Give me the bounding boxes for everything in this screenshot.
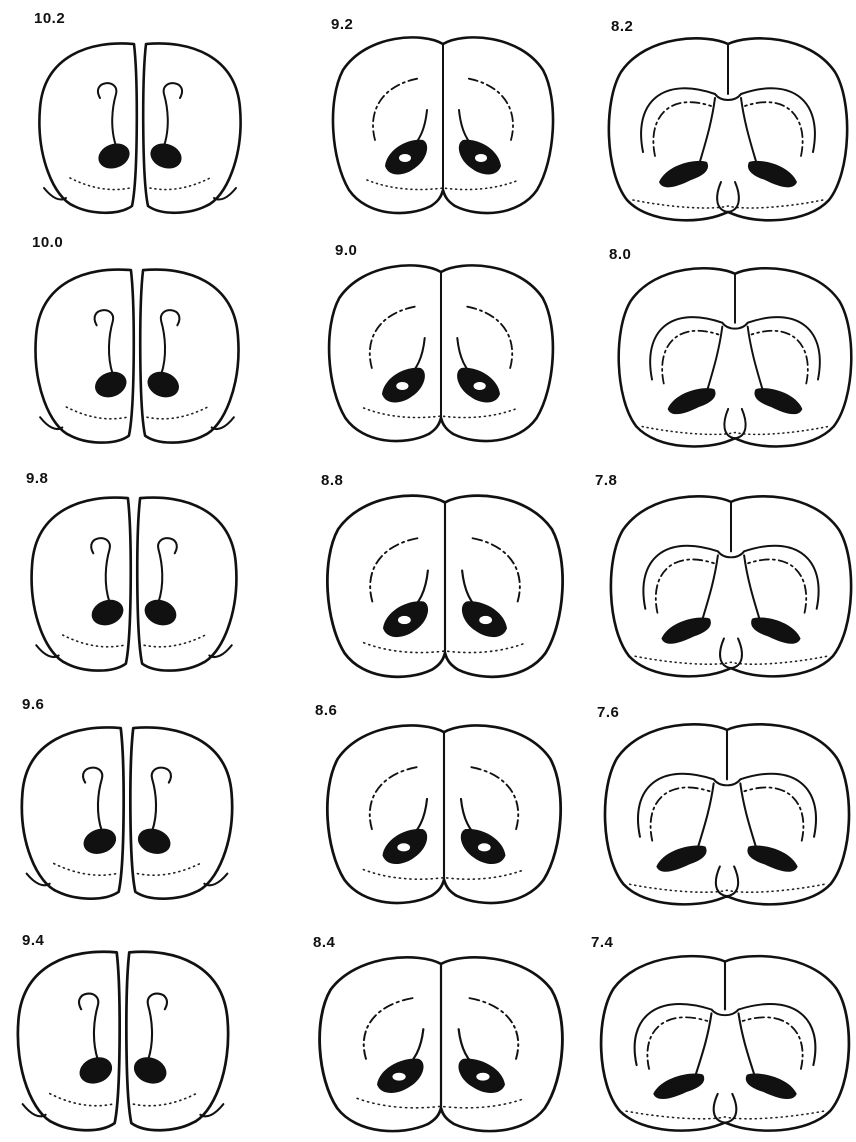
right-hemisphere-outline — [137, 498, 236, 671]
region-gap — [396, 382, 408, 390]
section-panel: 8.0 — [571, 228, 856, 456]
section-level-label: 9.6 — [22, 696, 44, 713]
section-panel: 7.4 — [571, 912, 856, 1140]
brain-section-septal — [613, 262, 856, 454]
section-drawing — [619, 268, 852, 446]
region-gap — [392, 1073, 405, 1081]
section-level-label: 10.0 — [32, 234, 63, 251]
region-gap — [399, 154, 411, 162]
brain-section-septal — [595, 950, 855, 1138]
brain-section-striatal — [327, 30, 559, 220]
brain-section-septal — [605, 490, 856, 684]
section-level-label: 8.8 — [321, 472, 343, 489]
section-level-label: 10.2 — [34, 10, 65, 27]
section-panel: 8.6 — [285, 684, 570, 912]
brain-section-striatal — [321, 718, 567, 910]
right-hemisphere-outline — [140, 270, 238, 443]
region-gap — [474, 382, 486, 390]
left-hemisphere-outline — [36, 270, 134, 443]
brain-section-frontal — [30, 38, 250, 222]
section-level-label: 7.4 — [591, 934, 613, 951]
section-panel: 9.2 — [285, 0, 570, 228]
brain-section-striatal — [313, 950, 569, 1138]
section-drawing — [609, 38, 847, 220]
right-hemisphere-outline — [143, 43, 240, 212]
section-drawing — [605, 724, 849, 904]
section-drawing — [327, 725, 560, 903]
region-gap — [479, 616, 492, 624]
section-panel: 10.0 — [0, 228, 285, 456]
section-panel: 7.6 — [571, 684, 856, 912]
left-hemisphere-outline — [18, 952, 120, 1131]
brain-section-septal — [599, 718, 855, 912]
section-drawing — [611, 496, 851, 676]
section-panel: 9.4 — [0, 912, 285, 1140]
section-drawing — [22, 727, 232, 898]
section-drawing — [601, 956, 849, 1131]
brain-section-frontal — [22, 492, 246, 680]
brain-section-frontal — [12, 722, 242, 908]
brain-section-striatal — [323, 258, 559, 448]
section-drawing — [320, 957, 563, 1131]
left-hemisphere-outline — [39, 43, 136, 212]
section-drawing — [39, 43, 240, 212]
region-gap — [398, 616, 411, 624]
section-drawing — [329, 265, 553, 441]
region-gap — [478, 843, 491, 851]
brain-section-septal — [603, 32, 853, 228]
section-drawing — [32, 498, 237, 671]
left-hemisphere-outline — [32, 498, 131, 671]
section-panel: 10.2 — [0, 0, 285, 228]
section-panel: 8.4 — [285, 912, 570, 1140]
section-panel: 8.8 — [285, 456, 570, 684]
section-drawing — [18, 952, 228, 1131]
section-level-label: 7.8 — [595, 472, 617, 489]
section-level-label: 8.0 — [609, 246, 631, 263]
section-level-label: 9.8 — [26, 470, 48, 487]
left-hemisphere-outline — [22, 727, 124, 898]
section-drawing — [327, 496, 562, 677]
region-gap — [476, 1073, 489, 1081]
region-gap — [397, 843, 410, 851]
section-drawing — [333, 37, 553, 213]
brain-section-frontal — [26, 264, 248, 452]
section-panel: 8.2 — [571, 0, 856, 228]
right-hemisphere-outline — [130, 727, 232, 898]
section-panel: 9.0 — [285, 228, 570, 456]
brain-section-frontal — [8, 946, 238, 1140]
section-level-label: 8.4 — [313, 934, 335, 951]
section-panel: 9.6 — [0, 684, 285, 912]
region-gap — [475, 154, 487, 162]
right-hemisphere-outline — [126, 952, 228, 1131]
section-drawing — [36, 270, 239, 443]
brain-section-striatal — [321, 488, 569, 684]
section-level-label: 8.6 — [315, 702, 337, 719]
section-panel: 9.8 — [0, 456, 285, 684]
section-panel: 7.8 — [571, 456, 856, 684]
section-level-label: 9.0 — [335, 242, 357, 259]
